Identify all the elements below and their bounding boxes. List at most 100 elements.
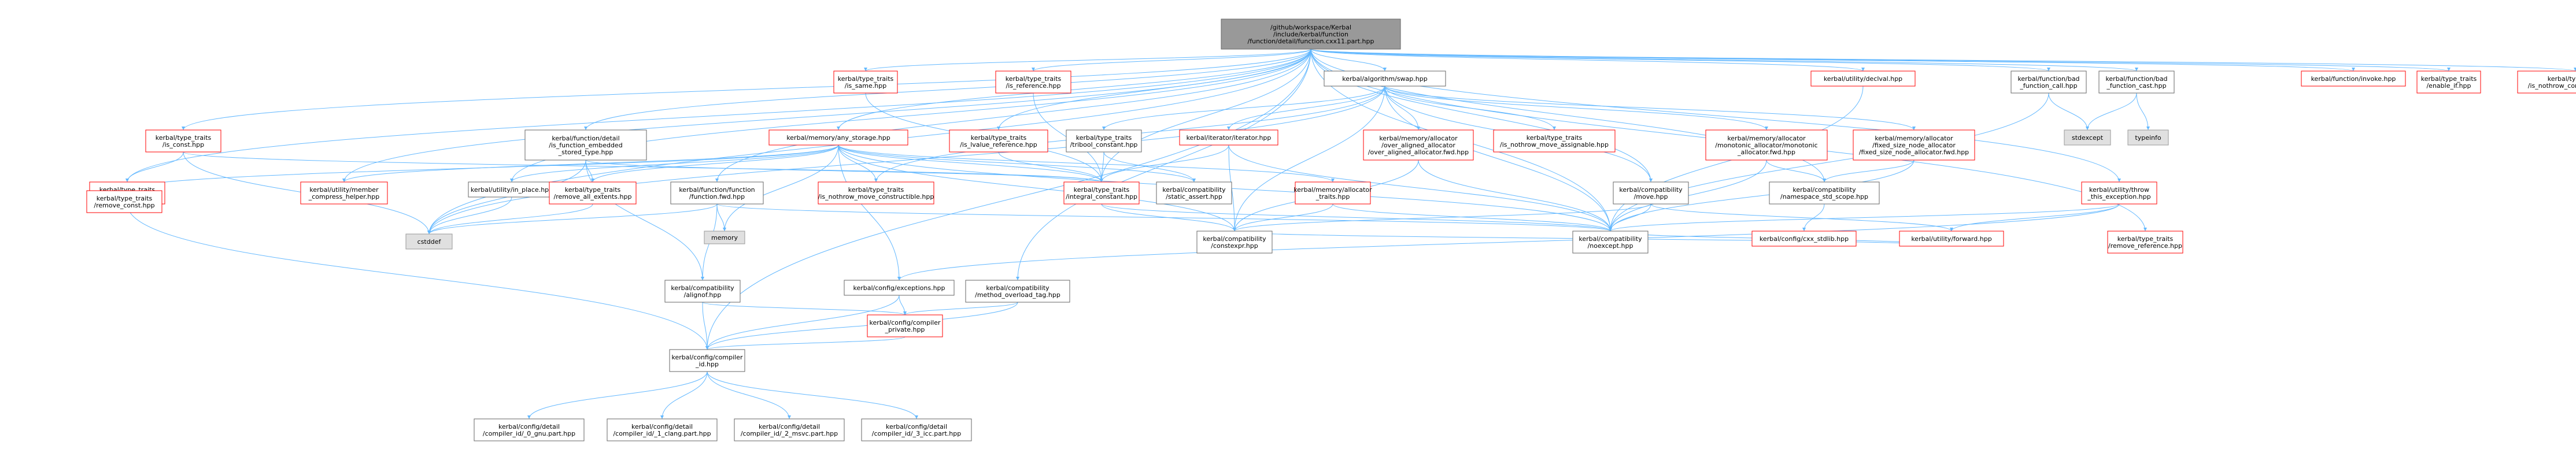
node-monotonic[interactable]: kerbal/memory/allocator/monotonic_alloca… bbox=[1705, 129, 1828, 161]
node-embedded[interactable]: kerbal/function/detail/is_function_embed… bbox=[524, 129, 647, 161]
node-label-line: /remove_const.hpp bbox=[94, 202, 154, 209]
node-label-line: _id.hpp bbox=[695, 361, 719, 368]
edge-arrowhead bbox=[2086, 127, 2089, 130]
node-msvc[interactable]: kerbal/config/detail/compiler_id/_2_msvc… bbox=[734, 418, 845, 441]
node-function-fwd[interactable]: kerbal/function/function/function.fwd.hp… bbox=[670, 181, 764, 205]
node-alignof[interactable]: kerbal/compatibility/alignof.hpp bbox=[664, 280, 741, 303]
node-box bbox=[1295, 181, 1371, 205]
node-label-line: kerbal/type_traits bbox=[1006, 75, 1062, 83]
node-throw-this[interactable]: kerbal/utility/throw_this_exception.hpp bbox=[2081, 181, 2157, 205]
node-remove-const2[interactable]: kerbal/type_traits/remove_const.hpp bbox=[86, 190, 162, 213]
edge-root-to-move bbox=[1310, 49, 1651, 183]
node-box bbox=[995, 70, 1071, 94]
node-label-line: /move.hpp bbox=[1634, 193, 1668, 200]
node-method-overload[interactable]: kerbal/compatibility/method_overload_tag… bbox=[965, 280, 1070, 303]
edge-arrowhead bbox=[1227, 127, 1230, 130]
node-fixed-size[interactable]: kerbal/memory/allocator/fixed_size_node_… bbox=[1853, 129, 1975, 161]
edge-throw_this-to-noexcept bbox=[1610, 203, 2120, 232]
node-label-line: _function_call.hpp bbox=[2019, 82, 2077, 90]
node-alloc-traits[interactable]: kerbal/memory/allocator_traits.hpp bbox=[1293, 181, 1372, 205]
node-label-line: kerbal/type_traits bbox=[565, 186, 621, 194]
edge-function_fwd-to-memory bbox=[716, 203, 725, 232]
node-box bbox=[844, 280, 955, 296]
edge-any_storage-to-alloc_traits bbox=[838, 144, 1333, 183]
edge-any_storage-to-exceptions bbox=[838, 144, 900, 281]
edge-root-to-algo_swap bbox=[1310, 49, 1385, 72]
node-box bbox=[768, 129, 908, 146]
node-remove-all-extents[interactable]: kerbal/type_traits/remove_all_extents.hp… bbox=[549, 181, 637, 205]
node-box bbox=[1221, 18, 1401, 50]
node-forward[interactable]: kerbal/utility/forward.hpp bbox=[1899, 231, 2004, 247]
edge-arrowhead bbox=[1383, 68, 1387, 71]
node-compiler-private[interactable]: kerbal/config/compiler_private.hpp bbox=[867, 314, 943, 337]
node-iterator[interactable]: kerbal/iterator/iterator.hpp bbox=[1179, 129, 1278, 146]
node-gnu[interactable]: kerbal/config/detail/compiler_id/_0_gnu.… bbox=[474, 418, 585, 441]
node-box bbox=[1613, 181, 1689, 205]
node-invoke[interactable]: kerbal/function/invoke.hpp bbox=[2301, 70, 2406, 87]
node-is-lvalue-reference[interactable]: kerbal/type_traits/is_lvalue_reference.h… bbox=[949, 129, 1048, 153]
edge-method_overload-to-compiler_id bbox=[707, 302, 1018, 350]
node-is-nothrow-constructible[interactable]: kerbal/type_traits/is_nothrow_constructi… bbox=[2517, 70, 2576, 94]
node-label-line: kerbal/config/cxx_stdlib.hpp bbox=[1760, 235, 1849, 243]
node-label-line: kerbal/function/function bbox=[679, 186, 755, 194]
node-label-line: /is_function_embedded bbox=[549, 142, 622, 149]
node-algo-swap[interactable]: kerbal/algorithm/swap.hpp bbox=[1324, 70, 1446, 87]
node-nothrow-move-assignable[interactable]: kerbal/type_traits/is_nothrow_move_assig… bbox=[1493, 129, 1616, 153]
node-ns-std-scope[interactable]: kerbal/compatibility/namespace_std_scope… bbox=[1769, 181, 1880, 205]
edge-root-to-function_fwd bbox=[716, 49, 1311, 183]
edge-arrowhead bbox=[837, 127, 840, 130]
node-icc[interactable]: kerbal/config/detail/compiler_id/_3_icc.… bbox=[861, 418, 972, 441]
node-static-assert[interactable]: kerbal/compatibility/static_assert.hpp bbox=[1156, 181, 1232, 205]
node-is-same[interactable]: kerbal/type_traits/is_same.hpp bbox=[833, 70, 898, 94]
node-integral-constant[interactable]: kerbal/type_traits/integral_constant.hpp bbox=[1063, 181, 1140, 205]
edge-function_fwd-to-cstddef bbox=[428, 203, 718, 235]
edge-root-to-is_lvalue_reference bbox=[998, 49, 1311, 131]
edge-compiler_private-to-compiler_id bbox=[707, 336, 906, 350]
node-label-line: /namespace_std_scope.hpp bbox=[1780, 193, 1868, 200]
node-over-aligned[interactable]: kerbal/memory/allocator/over_aligned_all… bbox=[1363, 129, 1474, 161]
node-constexpr[interactable]: kerbal/compatibility/constexpr.hpp bbox=[1196, 231, 1273, 254]
edge-tribool-to-static_assert bbox=[1103, 151, 1195, 183]
node-tribool[interactable]: kerbal/type_traits/tribool_constant.hpp bbox=[1066, 129, 1142, 153]
node-clang[interactable]: kerbal/config/detail/compiler_id/_1_clan… bbox=[607, 418, 718, 441]
node-is-reference[interactable]: kerbal/type_traits/is_reference.hpp bbox=[995, 70, 1071, 94]
node-label-line: /over_aligned_allocator.fwd.hpp bbox=[1368, 148, 1469, 156]
node-nothrow-move-constructible[interactable]: kerbal/type_traits/is_nothrow_move_const… bbox=[818, 181, 934, 205]
node-root[interactable]: /github/workspace/Kerbal/include/kerbal/… bbox=[1221, 18, 1401, 50]
edge-embedded-to-integral_constant bbox=[585, 159, 1102, 183]
node-bad-call[interactable]: kerbal/function/bad_function_call.hpp bbox=[2010, 70, 2087, 94]
node-box bbox=[664, 280, 741, 303]
edge-algo_swap-to-monotonic bbox=[1384, 86, 1767, 131]
node-enable-if[interactable]: kerbal/type_traits/enable_if.hpp bbox=[2416, 70, 2481, 94]
node-label-line: /function/detail/function.cxx11.part.hpp bbox=[1248, 38, 1374, 45]
edge-arrowhead bbox=[874, 179, 878, 182]
edge-arrowhead bbox=[788, 415, 791, 419]
node-label-line: kerbal/function/bad bbox=[2017, 75, 2079, 83]
node-label-line: kerbal/memory/allocator bbox=[1875, 135, 1953, 142]
edge-embedded-to-alignof bbox=[585, 159, 703, 281]
edge-arrowhead bbox=[1032, 68, 1035, 71]
node-any-storage[interactable]: kerbal/memory/any_storage.hpp bbox=[768, 129, 908, 146]
edge-fixed_size-to-noexcept bbox=[1610, 159, 1915, 232]
edge-any_storage-to-static_assert bbox=[838, 144, 1195, 183]
edge-root-to-is_nothrow_constructible bbox=[1310, 49, 2576, 72]
node-box bbox=[524, 129, 647, 161]
node-bad-cast[interactable]: kerbal/function/bad_function_cast.hpp bbox=[2098, 70, 2175, 94]
node-compiler-id[interactable]: kerbal/config/compiler_id.hpp bbox=[669, 349, 745, 372]
node-remove-reference[interactable]: kerbal/type_traits/remove_reference.hpp bbox=[2107, 231, 2183, 254]
node-exceptions[interactable]: kerbal/config/exceptions.hpp bbox=[844, 280, 955, 296]
node-label-line: kerbal/type_traits bbox=[2548, 75, 2576, 83]
edge-arrowhead bbox=[1912, 127, 1916, 130]
node-move[interactable]: kerbal/compatibility/move.hpp bbox=[1613, 181, 1689, 205]
edge-any_storage-to-constexpr bbox=[838, 144, 1235, 232]
node-box bbox=[1705, 129, 1828, 161]
node-member-compress[interactable]: kerbal/utility/member_compress_helper.hp… bbox=[300, 181, 388, 205]
node-decival[interactable]: kerbal/utility/declval.hpp bbox=[1810, 70, 1916, 87]
edge-compiler_id-to-icc bbox=[707, 371, 917, 419]
edge-move-to-constexpr bbox=[1234, 203, 1651, 232]
node-noexcept[interactable]: kerbal/compatibility/noexcept.hpp bbox=[1572, 231, 1649, 254]
node-cxx-stdlib[interactable]: kerbal/config/cxx_stdlib.hpp bbox=[1751, 231, 1857, 247]
node-in-place[interactable]: kerbal/utility/in_place.hpp bbox=[468, 181, 556, 198]
node-is-const[interactable]: kerbal/type_traits/is_const.hpp bbox=[145, 129, 221, 153]
node-label-line: kerbal/compatibility bbox=[1579, 235, 1642, 243]
